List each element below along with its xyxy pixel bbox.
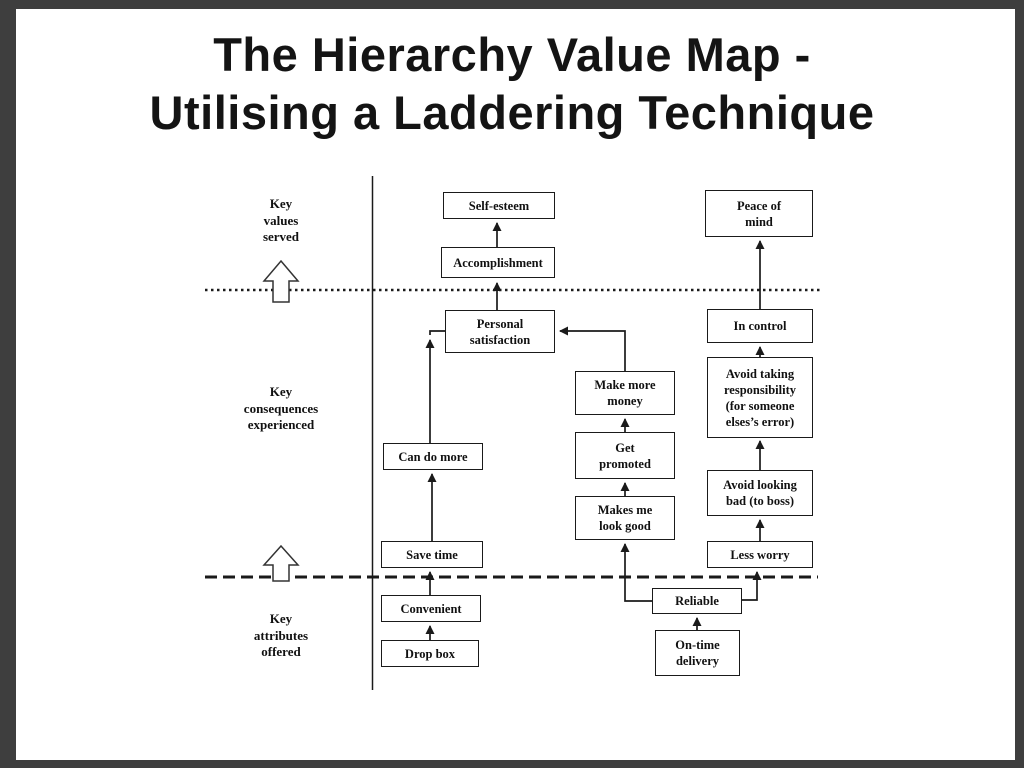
box-get-promoted: Get promoted [575, 432, 675, 479]
viewer-frame-bottom [0, 760, 1024, 768]
box-avoid-looking-bad: Avoid looking bad (to boss) [707, 470, 813, 516]
connector-makemoremoney-personalsatisfaction [559, 326, 626, 371]
viewer-frame-right [1015, 0, 1024, 768]
tier-label-key-attributes-offered: Key attributes offered [253, 610, 309, 660]
viewer-frame-top [0, 0, 1024, 9]
box-can-do-more: Can do more [383, 443, 483, 470]
box-makes-me-look-good: Makes me look good [575, 496, 675, 540]
box-avoid-taking-responsibility: Avoid taking responsibility (for someone… [707, 357, 813, 438]
tier-label-key-values-served: Key values served [262, 195, 300, 245]
box-save-time: Save time [381, 541, 483, 568]
box-on-time-delivery: On-time delivery [655, 630, 740, 676]
viewer-frame-left [0, 0, 16, 768]
slide-title-line2: Utilising a Laddering Technique [149, 86, 875, 139]
box-personal-satisfaction: Personal satisfaction [445, 310, 555, 353]
up-block-arrow-icon [262, 544, 300, 582]
box-peace-of-mind: Peace of mind [705, 190, 813, 237]
box-accomplishment: Accomplishment [441, 247, 555, 278]
box-convenient: Convenient [381, 595, 481, 622]
box-drop-box: Drop box [381, 640, 479, 667]
tier-label-key-consequences-experienced: Key consequences experienced [243, 383, 319, 433]
slide-title-line1: The Hierarchy Value Map - [213, 28, 811, 81]
up-block-arrow-icon [262, 259, 300, 303]
slide-title: The Hierarchy Value Map - Utilising a La… [0, 26, 1024, 142]
connector-reliable-lessworry [742, 571, 762, 601]
box-in-control: In control [707, 309, 813, 343]
box-less-worry: Less worry [707, 541, 813, 568]
connector-reliable-makesmelookgood [620, 543, 652, 602]
box-self-esteem: Self-esteem [443, 192, 555, 219]
connector-candomore-personalsatisfaction-elbow [429, 330, 446, 335]
box-make-more-money: Make more money [575, 371, 675, 415]
box-reliable: Reliable [652, 588, 742, 614]
